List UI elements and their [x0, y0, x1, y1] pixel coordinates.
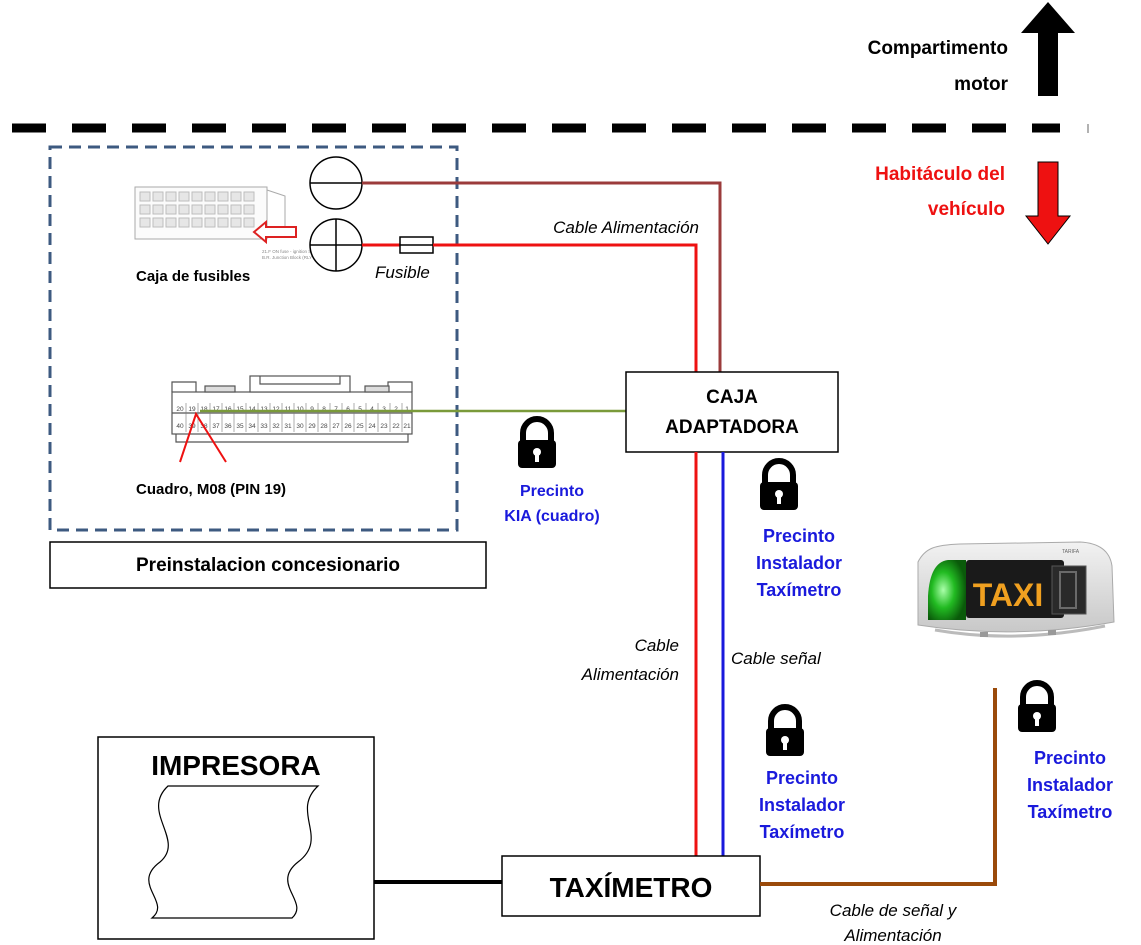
seal-installer-1-label-3: Taxímetro: [757, 580, 842, 600]
pin-top-16: 16: [224, 406, 232, 413]
pin-bottom-32: 32: [272, 423, 280, 430]
seal-kia-label-1: Precinto: [520, 483, 584, 500]
pin-top-5: 5: [358, 406, 362, 413]
taximeter-label: TAXÍMETRO: [550, 872, 713, 903]
taximeter-box: [501, 855, 761, 917]
pin-top-18: 18: [200, 406, 208, 413]
taxi-light-text: TAXI: [973, 577, 1044, 613]
engine-arrow-up-icon: [1021, 2, 1075, 96]
pin-bottom-23: 23: [380, 423, 388, 430]
pin-top-13: 13: [260, 406, 268, 413]
pin-top-6: 6: [346, 406, 350, 413]
seal-installer-3-label-3: Taxímetro: [1028, 802, 1113, 822]
cluster-pin-grid: [185, 403, 403, 432]
pin-bottom-21: 21: [403, 423, 411, 430]
pin-top-20: 20: [176, 406, 184, 413]
seal-kia-lock-icon: [518, 416, 556, 468]
pin-top-4: 4: [370, 406, 374, 413]
pin-bottom-37: 37: [212, 423, 220, 430]
pin-bottom-27: 27: [332, 423, 340, 430]
seal-installer-2-label-3: Taxímetro: [760, 822, 845, 842]
pin-top-17: 17: [212, 406, 220, 413]
pin-top-12: 12: [272, 406, 280, 413]
pin-top-11: 11: [285, 406, 292, 413]
cable-signal-power-label-1: Cable de señal y: [830, 901, 958, 920]
negative-wire: [362, 181, 722, 372]
pin-top-19: 19: [188, 406, 196, 413]
seal-installer-2-lock-icon: [766, 704, 804, 756]
cluster-connector-drawing: [171, 375, 413, 443]
preinstall-label-box: [49, 541, 487, 589]
pin-19-indicator-icon: [179, 411, 227, 463]
printer-label: IMPRESORA: [151, 750, 321, 781]
adapter-box-label-2: ADAPTADORA: [665, 417, 799, 438]
pin-top-9: 9: [310, 406, 314, 413]
fuse-indicator-arrow-icon: [252, 219, 297, 245]
fuse-box-tiny-text-2: B.R. Junction Block (RLY 11): [262, 255, 320, 260]
pin-bottom-22: 22: [392, 423, 400, 430]
engine-zone-label-1: Compartimento: [868, 38, 1008, 59]
cabin-zone-label-1: Habitáculo del: [875, 164, 1005, 185]
cluster-label: Cuadro, M08 (PIN 19): [136, 481, 286, 498]
engine-zone-label-2: motor: [954, 74, 1008, 95]
fuse-box-drawing: [134, 186, 286, 240]
preinstall-label: Preinstalacion concesionario: [136, 555, 400, 576]
fuse-label: Fusible: [375, 263, 430, 282]
pin-bottom-31: 31: [284, 423, 292, 430]
pin-bottom-34: 34: [248, 423, 256, 430]
cable-power-vertical-label-1: Cable: [635, 636, 679, 655]
cable-signal-label: Cable señal: [731, 649, 822, 668]
cluster-pin-numbers: 20 19 18 17 16 15 14 13 12 11 10 9 8 7 6…: [176, 406, 411, 430]
pin-bottom-26: 26: [344, 423, 352, 430]
pin-bottom-36: 36: [224, 423, 232, 430]
positive-wire-after-fuse: [433, 243, 698, 372]
seal-installer-1-label-1: Precinto: [763, 526, 835, 546]
cabin-arrow-down-icon: [1024, 161, 1072, 245]
pin-top-10: 10: [296, 406, 304, 413]
pin-bottom-29: 29: [308, 423, 316, 430]
seal-kia-label-2: KIA (cuadro): [504, 508, 599, 525]
cable-power-vertical-label-2: Alimentación: [581, 665, 679, 684]
preinstall-dashed-box: [48, 145, 459, 532]
pin-bottom-25: 25: [356, 423, 364, 430]
adapter-box-label-1: CAJA: [706, 387, 758, 408]
pin-top-3: 3: [382, 406, 386, 413]
seal-installer-3-lock-icon: [1018, 680, 1056, 732]
pin-top-1: 1: [405, 406, 409, 413]
pin-bottom-28: 28: [320, 423, 328, 430]
taxi-light-wire: [760, 688, 997, 886]
adapter-box: [625, 371, 839, 453]
pin-top-15: 15: [236, 406, 244, 413]
cable-power-top-label: Cable Alimentación: [553, 218, 699, 237]
printer-paper-icon: [148, 785, 320, 919]
pin-bottom-40: 40: [176, 423, 184, 430]
pin-top-14: 14: [248, 406, 256, 413]
seal-installer-1-lock-icon: [760, 458, 798, 510]
pin-top-2: 2: [394, 406, 398, 413]
seal-installer-2-label-1: Precinto: [766, 768, 838, 788]
pin-bottom-30: 30: [296, 423, 304, 430]
pin-bottom-35: 35: [236, 423, 244, 430]
seal-installer-1-label-2: Instalador: [756, 553, 842, 573]
cable-signal-power-label-2: Alimentación: [843, 926, 941, 945]
cabin-zone-label-2: vehículo: [928, 199, 1005, 220]
seal-installer-3-label-2: Instalador: [1027, 775, 1113, 795]
pin-bottom-24: 24: [368, 423, 376, 430]
taxi-light-small-text: TARIFA: [1062, 549, 1080, 555]
seal-installer-2-label-2: Instalador: [759, 795, 845, 815]
taxi-roof-light-icon: TAXI TARIFA: [917, 541, 1115, 638]
seal-installer-3-label-1: Precinto: [1034, 748, 1106, 768]
pin-top-7: 7: [334, 406, 338, 413]
pin-bottom-33: 33: [260, 423, 268, 430]
fuse-box-tiny-text-1: 21.F ON fuse - ignition Switch: [262, 249, 322, 254]
pin-top-8: 8: [322, 406, 326, 413]
fuse-box-label: Caja de fusibles: [136, 268, 250, 285]
